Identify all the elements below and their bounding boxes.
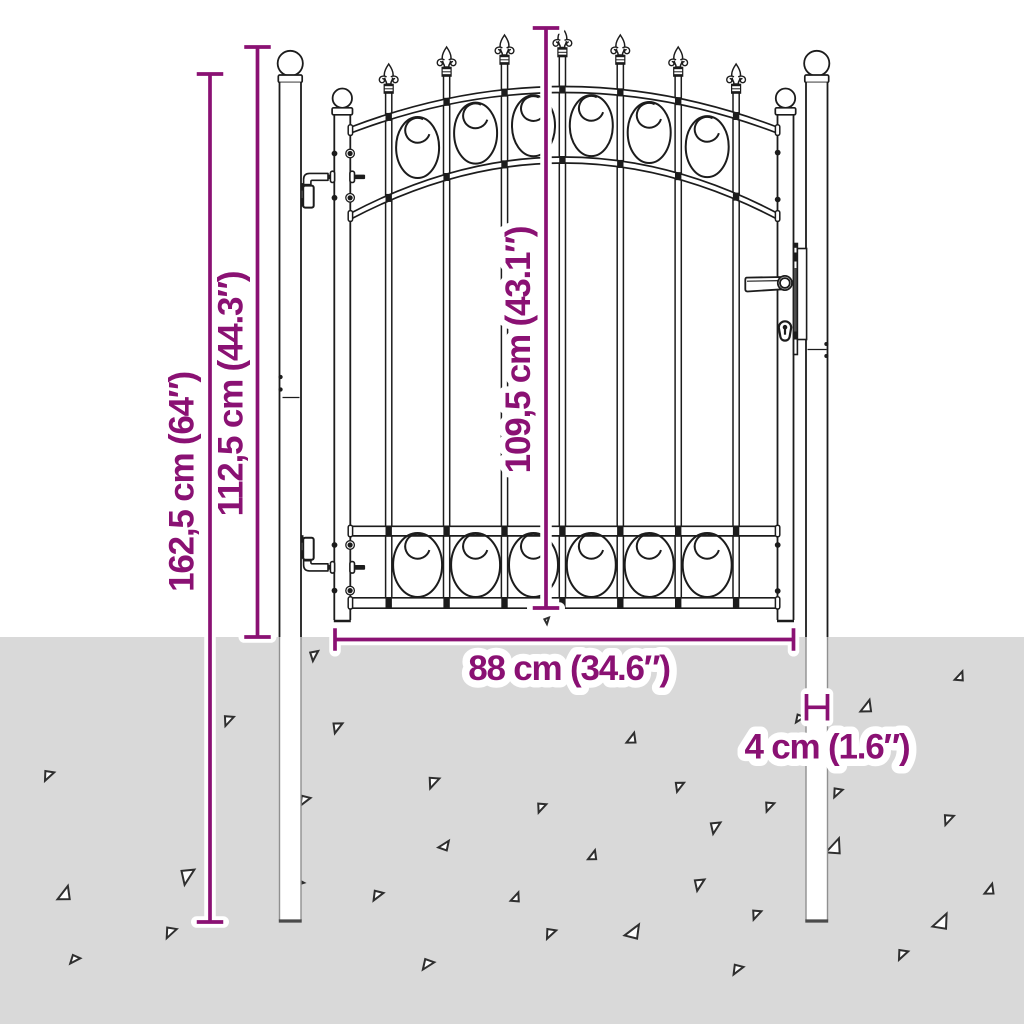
svg-text:4 cm (1.6″): 4 cm (1.6″) (744, 728, 909, 767)
svg-text:109,5 cm (43.1″): 109,5 cm (43.1″) (499, 227, 538, 474)
svg-text:88 cm (34.6″): 88 cm (34.6″) (468, 649, 670, 688)
svg-text:162,5 cm (64″): 162,5 cm (64″) (163, 372, 202, 592)
svg-text:112,5 cm (44.3″): 112,5 cm (44.3″) (212, 272, 251, 517)
